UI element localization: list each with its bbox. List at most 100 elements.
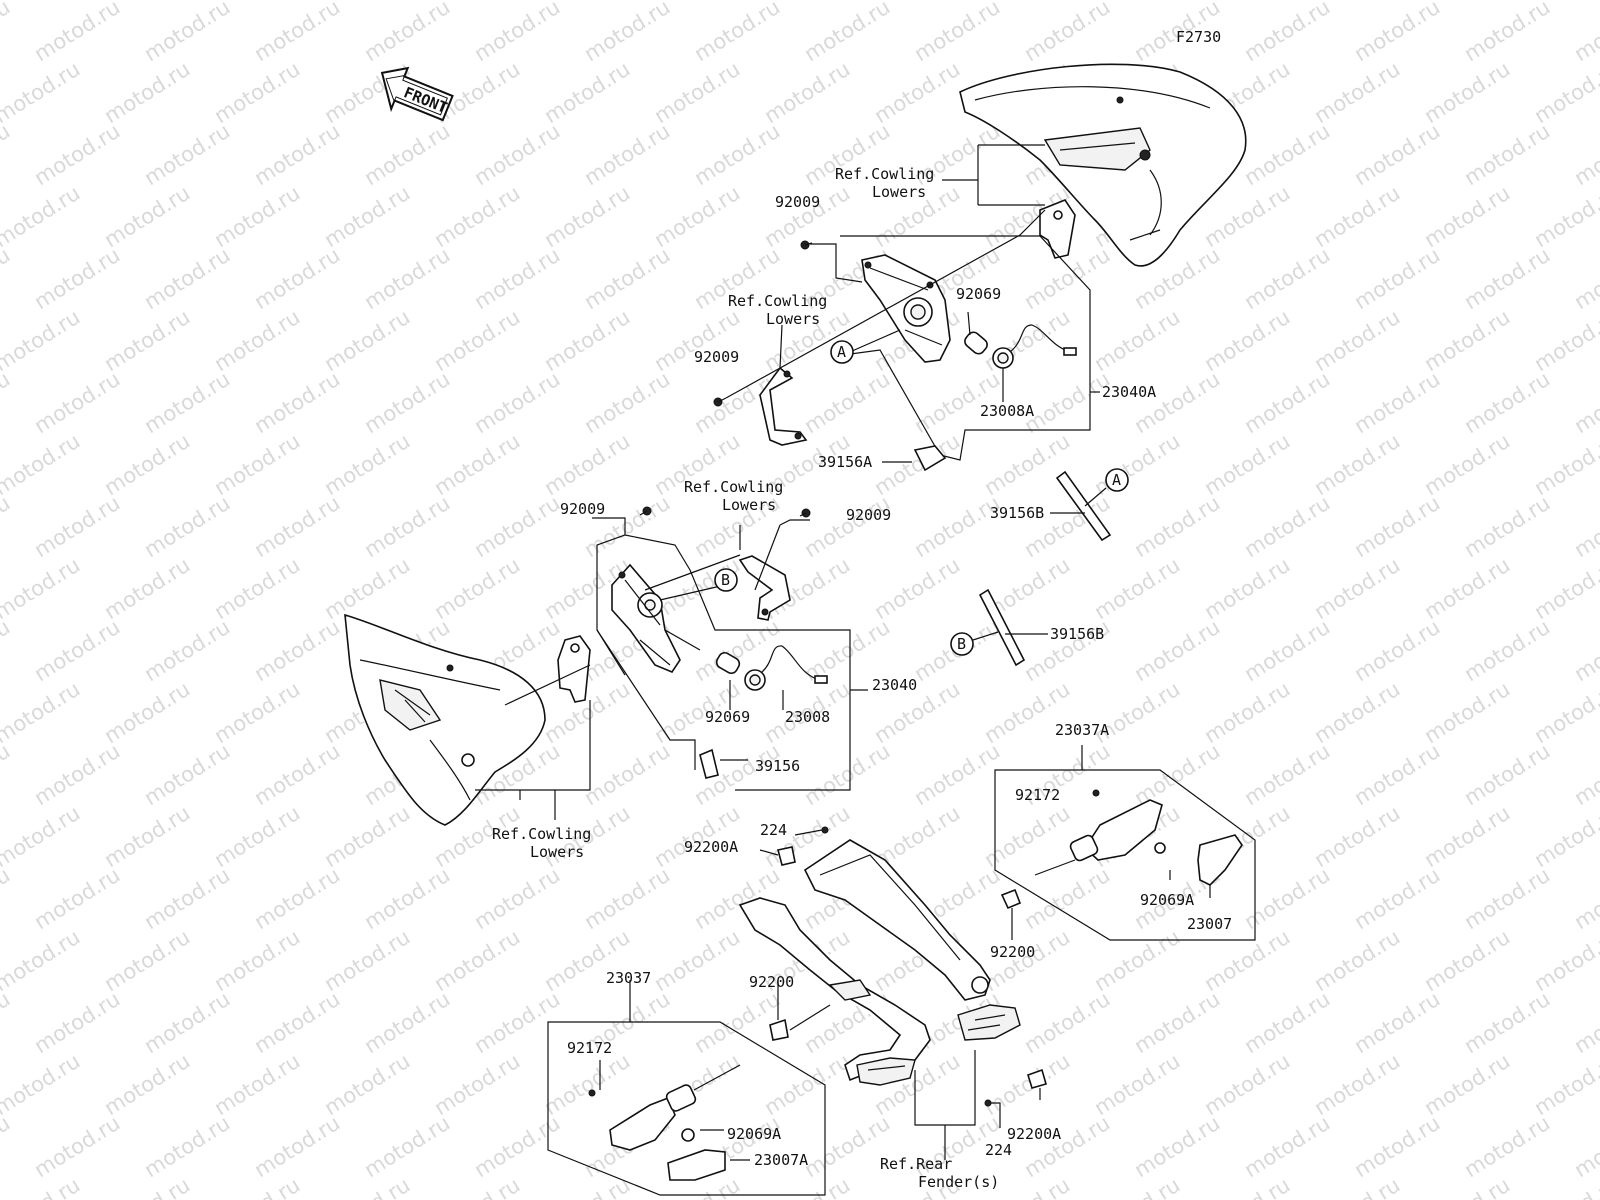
watermark: motod.ru [540,57,634,128]
watermark: motod.ru [1130,615,1224,686]
watermark: motod.ru [1200,677,1294,748]
watermark: motod.ru [210,305,304,376]
label-224-upper: 224 [760,821,787,839]
watermark: motod.ru [800,367,894,438]
watermark: motod.ru [360,491,454,562]
watermark: motod.ru [0,987,14,1058]
watermark: motod.ru [1420,305,1514,376]
watermark: motod.ru [360,863,454,934]
callout-b-strip-label: B [957,635,966,653]
watermark: motod.ru [0,429,84,500]
watermark: motod.ru [1310,1173,1404,1200]
watermark: motod.ru [250,119,344,190]
watermark: motod.ru [0,0,14,66]
label-92069A-right: 92069A [1140,891,1194,909]
watermark: motod.ru [30,1111,124,1182]
ref-rear-fender-line1: Ref.Rear [880,1155,952,1173]
watermark: motod.ru [30,863,124,934]
watermark: motod.ru [910,739,1004,810]
watermark: motod.ru [140,739,234,810]
ref-cowling-lowers-lower-line1: Ref.Cowling [492,825,591,843]
watermark: motod.ru [1090,925,1184,996]
watermark: motod.ru [1350,863,1444,934]
ref-cowling-lowers-mid2-line1: Ref.Cowling [684,478,783,496]
watermark: motod.ru [1420,553,1514,624]
watermark: motod.ru [140,243,234,314]
watermark: motod.ru [1570,739,1600,810]
watermark: motod.ru [1240,367,1334,438]
watermark: motod.ru [1530,429,1600,500]
watermark: motod.ru [210,1049,304,1120]
watermark: motod.ru [0,615,14,686]
watermark: motod.ru [430,925,524,996]
watermark: motod.ru [30,739,124,810]
callout-b-strip [950,632,974,656]
label-92200A-upper: 92200A [684,838,738,856]
ref-cowling-lowers-mid-line1: Ref.Cowling [728,292,827,310]
watermark: motod.ru [1310,553,1404,624]
watermark: motod.ru [360,987,454,1058]
watermark: motod.ru [1130,1111,1224,1182]
watermark: motod.ru [1310,801,1404,872]
label-23007: 23007 [1187,915,1232,933]
watermark: motod.ru [1460,739,1554,810]
ref-rear-fender-line2: Fender(s) [918,1173,999,1191]
watermark: motod.ru [1310,57,1404,128]
watermark: motod.ru [360,119,454,190]
watermark: motod.ru [360,1111,454,1182]
callout-b-mid [714,568,738,592]
label-23007A: 23007A [754,1151,808,1169]
watermark: motod.ru [470,491,564,562]
watermark: motod.ru [1420,429,1514,500]
label-92009-mid-a: 92009 [560,500,605,518]
watermark: motod.ru [1090,553,1184,624]
watermark: motod.ru [580,739,674,810]
watermark: motod.ru [0,243,14,314]
watermark: motod.ru [760,57,854,128]
watermark: motod.ru [1530,305,1600,376]
watermark: motod.ru [1420,925,1514,996]
watermark: motod.ru [1570,119,1600,190]
watermark: motod.ru [1240,491,1334,562]
watermark: motod.ru [210,677,304,748]
watermark: motod.ru [100,1049,194,1120]
bolt-92009-upper-b [713,397,727,407]
label-92009-upper-b: 92009 [694,348,739,366]
watermark: motod.ru [250,367,344,438]
watermark: motod.ru [0,1049,84,1120]
label-23040A: 23040A [1102,383,1156,401]
watermark: motod.ru [1090,1173,1184,1200]
watermark: motod.ru [1090,305,1184,376]
watermark: motod.ru [430,429,524,500]
watermark: motod.ru [1530,181,1600,252]
label-92069-upper: 92069 [956,285,1001,303]
watermark: motod.ru [250,739,344,810]
watermark: motod.ru [1530,57,1600,128]
watermark: motod.ru [1460,243,1554,314]
bolt-92009-mid-a [639,506,652,516]
label-23037: 23037 [606,969,651,987]
watermark: motod.ru [1420,181,1514,252]
callout-a-upper [830,340,854,364]
watermark: motod.ru [1310,1049,1404,1120]
watermark: motod.ru [1130,367,1224,438]
watermark: motod.ru [1130,739,1224,810]
watermark: motod.ru [320,305,414,376]
front-arrow-icon: FRONT [380,66,454,122]
watermark: motod.ru [1420,57,1514,128]
watermark: motod.ru [1240,243,1334,314]
rear-fender-bracket [738,839,1021,1086]
watermark: motod.ru [1530,677,1600,748]
watermark: motod.ru [250,863,344,934]
watermark: motod.ru [30,243,124,314]
watermark: motod.ru [250,0,344,66]
watermark: motod.ru [1200,925,1294,996]
watermark: motod.ru [250,987,344,1058]
watermark: motod.ru [1460,987,1554,1058]
watermark: motod.ru [1240,119,1334,190]
watermark: motod.ru [140,0,234,66]
watermark: motod.ru [140,119,234,190]
reflector-strip-a [1055,470,1112,542]
